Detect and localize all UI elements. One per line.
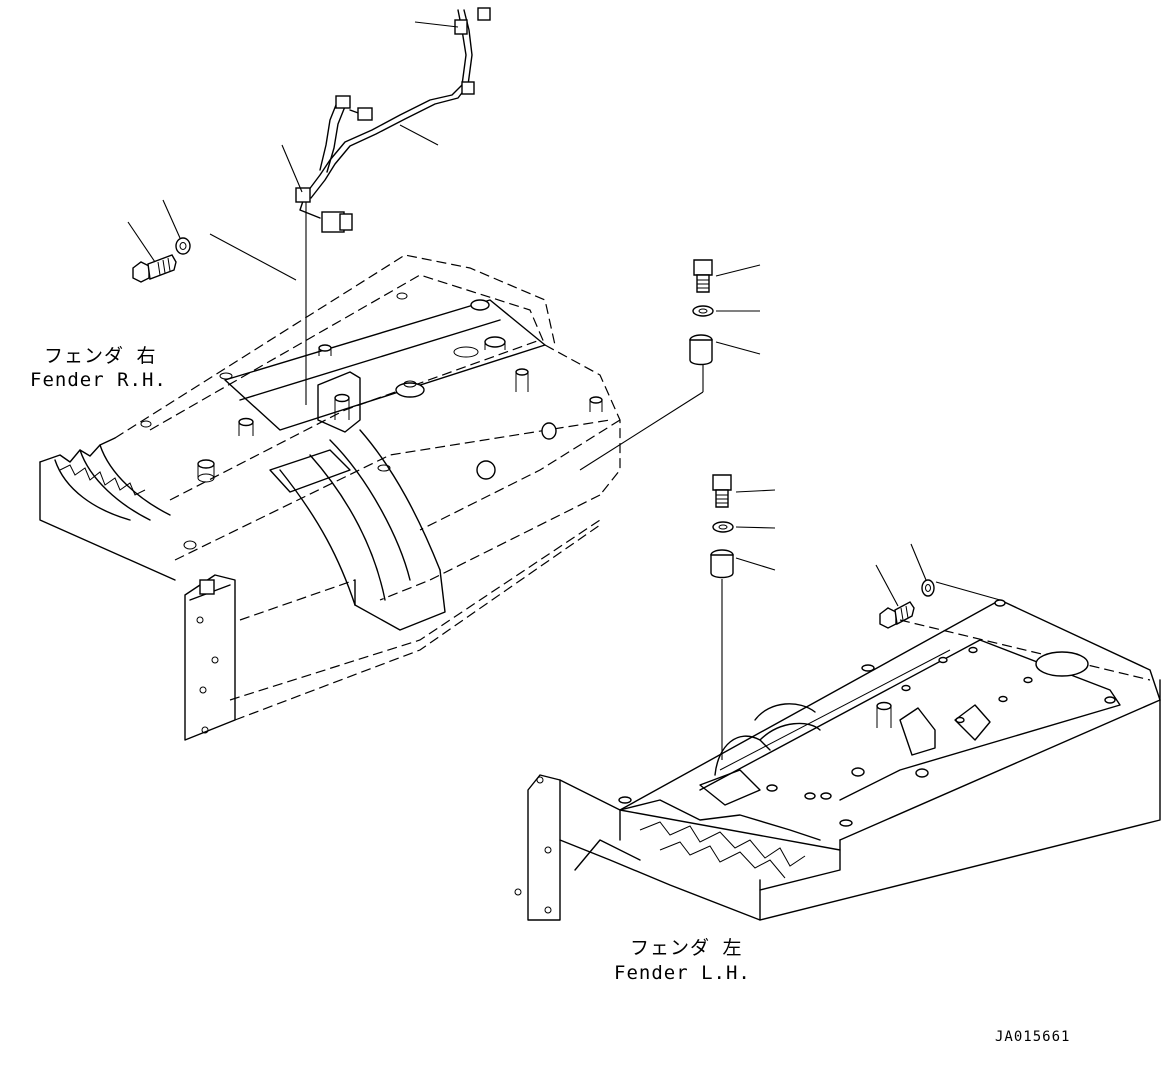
bolt-stack-rh xyxy=(579,259,761,471)
harness-leaders xyxy=(281,21,459,405)
fender-rh xyxy=(39,254,621,741)
wiring-harness xyxy=(295,7,491,233)
fender-lh xyxy=(514,599,1161,921)
bolt-stack-lh xyxy=(710,474,776,760)
bosses-lh xyxy=(618,599,1116,827)
fender-lh-jp-label: フェンダ 左 xyxy=(630,937,743,959)
fender-rh-en-label: Fender R.H. xyxy=(30,369,167,391)
bolt-washer-lh xyxy=(875,543,1001,629)
bosses-rh xyxy=(140,292,603,550)
drawing-code: JA015661 xyxy=(995,1029,1071,1045)
fender-rh-jp-label: フェンダ 右 xyxy=(44,345,157,367)
fender-lh-en-label: Fender L.H. xyxy=(614,962,751,984)
bolt-washer-rh xyxy=(127,199,297,283)
